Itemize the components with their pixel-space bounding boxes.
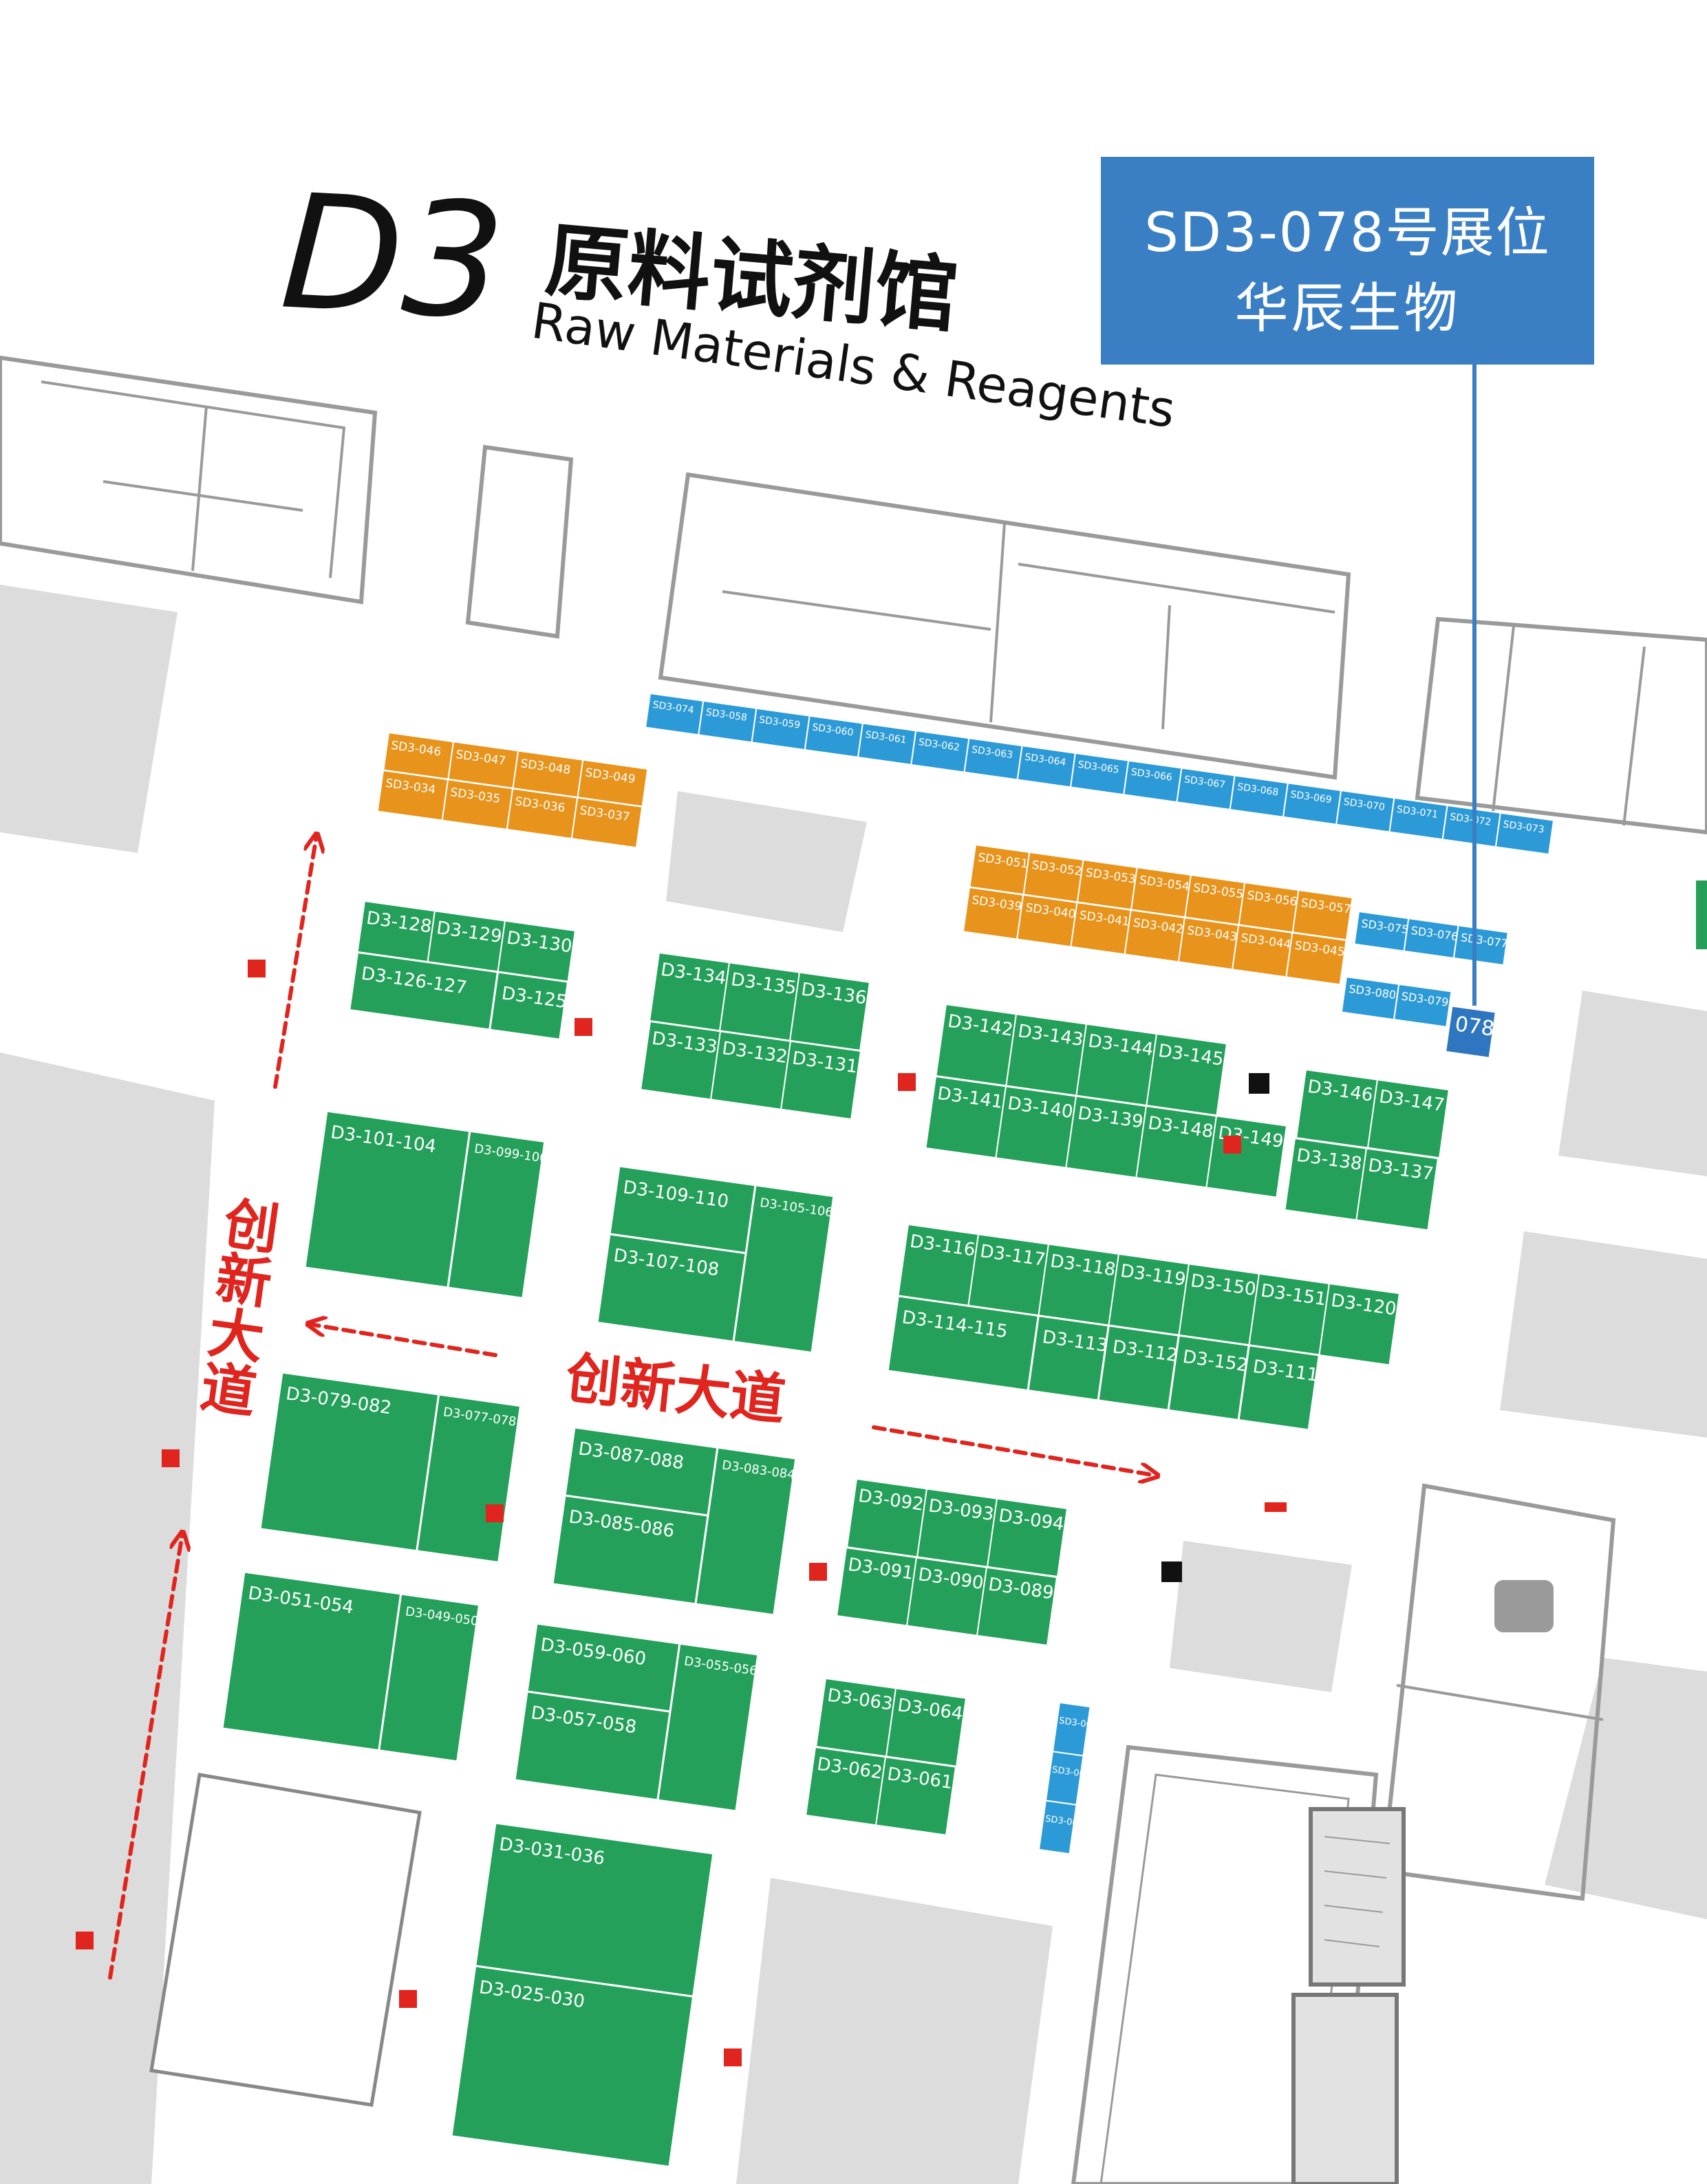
booth-cell[interactable] [1146, 1032, 1228, 1116]
arrow-left [310, 1324, 497, 1357]
black-marker [1249, 1073, 1269, 1094]
booth-cell[interactable] [1494, 812, 1555, 856]
booth-cell[interactable] [874, 1756, 957, 1836]
arrow-up-2 [108, 1534, 182, 1980]
black-marker [1161, 1561, 1182, 1582]
hall-code: D3 [277, 160, 508, 356]
hall-title: D3 原料试剂馆 Raw Materials & Reagents [277, 160, 1179, 439]
booth-cell[interactable] [489, 971, 570, 1041]
booth-cell[interactable] [1452, 925, 1509, 966]
booth-cell[interactable] [1393, 983, 1452, 1028]
avenue-labels: 创新大道 创新大道 [189, 1193, 788, 1433]
markers [76, 960, 1287, 2066]
booth-callout: SD3-078号展位 华辰生物 [1101, 157, 1594, 365]
booth-cell[interactable] [1027, 1314, 1110, 1402]
booth-cell[interactable] [986, 1498, 1069, 1578]
booth-cell[interactable] [1355, 1147, 1439, 1231]
booth-cell[interactable] [1285, 931, 1347, 986]
red-marker [76, 1932, 94, 1949]
booth-cell[interactable] [1318, 1282, 1401, 1366]
booth-078-label: 078 [1454, 1012, 1496, 1041]
red-marker [399, 1990, 417, 2008]
booth-cell[interactable] [976, 1566, 1058, 1647]
building-outlines [0, 355, 1707, 2184]
red-marker [724, 2048, 742, 2066]
booth-cell[interactable] [780, 1040, 862, 1121]
red-marker [162, 1449, 180, 1467]
callout-company: 华辰生物 [1234, 278, 1461, 340]
avenue-arrows [108, 836, 1156, 1980]
callout-booth-number: SD3-078号展位 [1144, 202, 1551, 264]
booth-cell[interactable] [1167, 1334, 1251, 1422]
red-marker [575, 1018, 592, 1036]
arrow-up-1 [273, 836, 316, 1089]
booth-cell[interactable] [378, 1592, 481, 1763]
booth-cell[interactable] [450, 1965, 695, 2168]
booth-cell[interactable] [1237, 1343, 1321, 1431]
red-marker [1265, 1502, 1287, 1512]
booth-078[interactable] [1443, 1004, 1498, 1060]
red-marker [486, 1504, 504, 1522]
booth-cell[interactable] [570, 797, 643, 849]
booth-cell[interactable] [732, 1184, 835, 1354]
red-marker [898, 1073, 916, 1091]
booth-cell[interactable] [447, 1129, 546, 1299]
booth-cell[interactable] [656, 1642, 760, 1813]
booth-cell[interactable] [1097, 1324, 1181, 1412]
booth-cell[interactable] [1366, 1079, 1450, 1159]
booth-cell[interactable] [1038, 1799, 1077, 1855]
empty-block [149, 1773, 422, 2107]
red-marker [809, 1563, 827, 1581]
highlighted-booth[interactable]: 078 [1443, 1004, 1498, 1060]
booth-cell[interactable] [694, 1446, 797, 1617]
avenue-horizontal-label: 创新大道 [563, 1345, 788, 1432]
red-marker [1223, 1136, 1241, 1154]
arrow-right [872, 1425, 1156, 1475]
booth-cell[interactable] [885, 1687, 967, 1767]
red-marker [248, 960, 266, 977]
